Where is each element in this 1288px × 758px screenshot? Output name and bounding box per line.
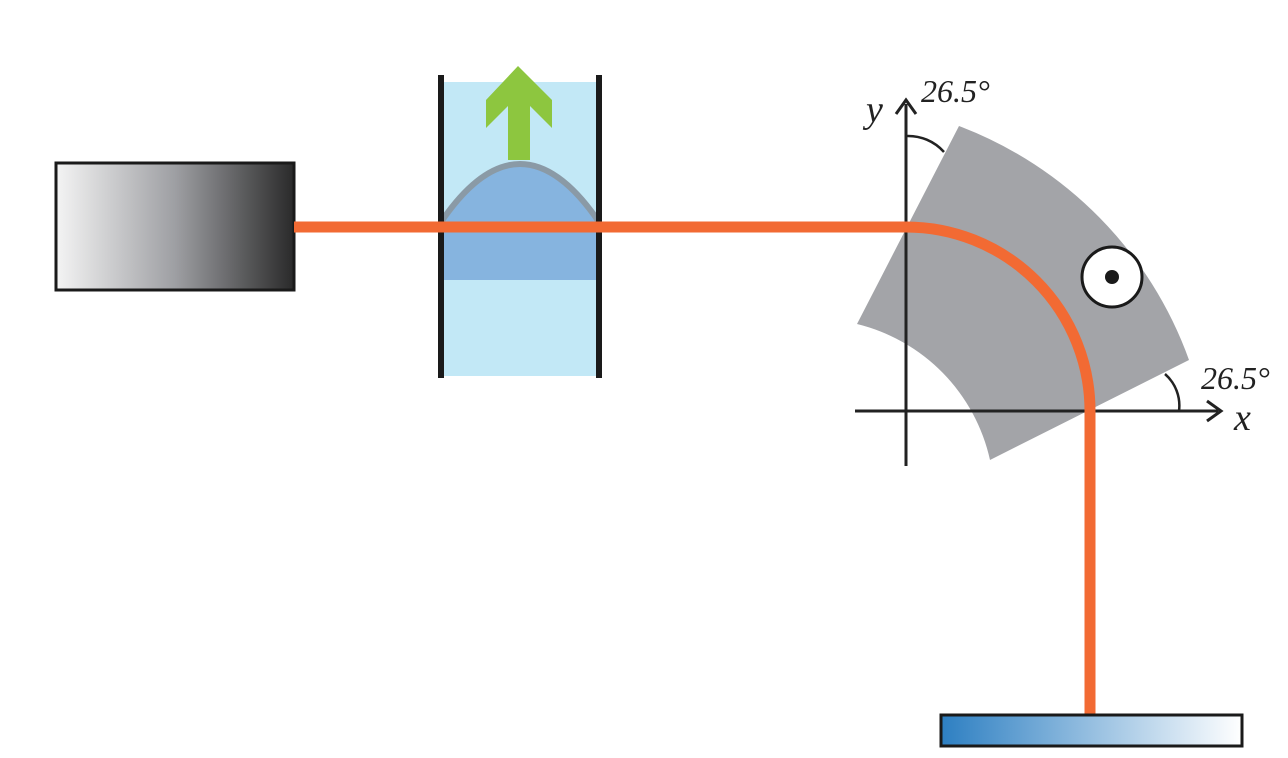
x-axis-arrowhead [1206,399,1224,423]
dome-outline [441,161,599,224]
up-arrow-icon [486,66,552,160]
magnet-sector [857,126,1189,460]
x-axis-label: x [1233,397,1251,439]
right-angle-arc [1164,373,1181,412]
y-axis-label: y [862,89,883,131]
top-angle-label: 26.5° [921,73,990,109]
top-angle-arc [905,134,945,153]
coordinate-axes [855,97,1224,466]
right-angle-label: 26.5° [1201,360,1270,396]
y-axis-arrowhead [894,97,918,115]
field-out-of-page-icon [1080,245,1144,309]
beam-path [294,221,1096,716]
detector-plate [939,713,1244,748]
beam-source-box [54,161,296,292]
